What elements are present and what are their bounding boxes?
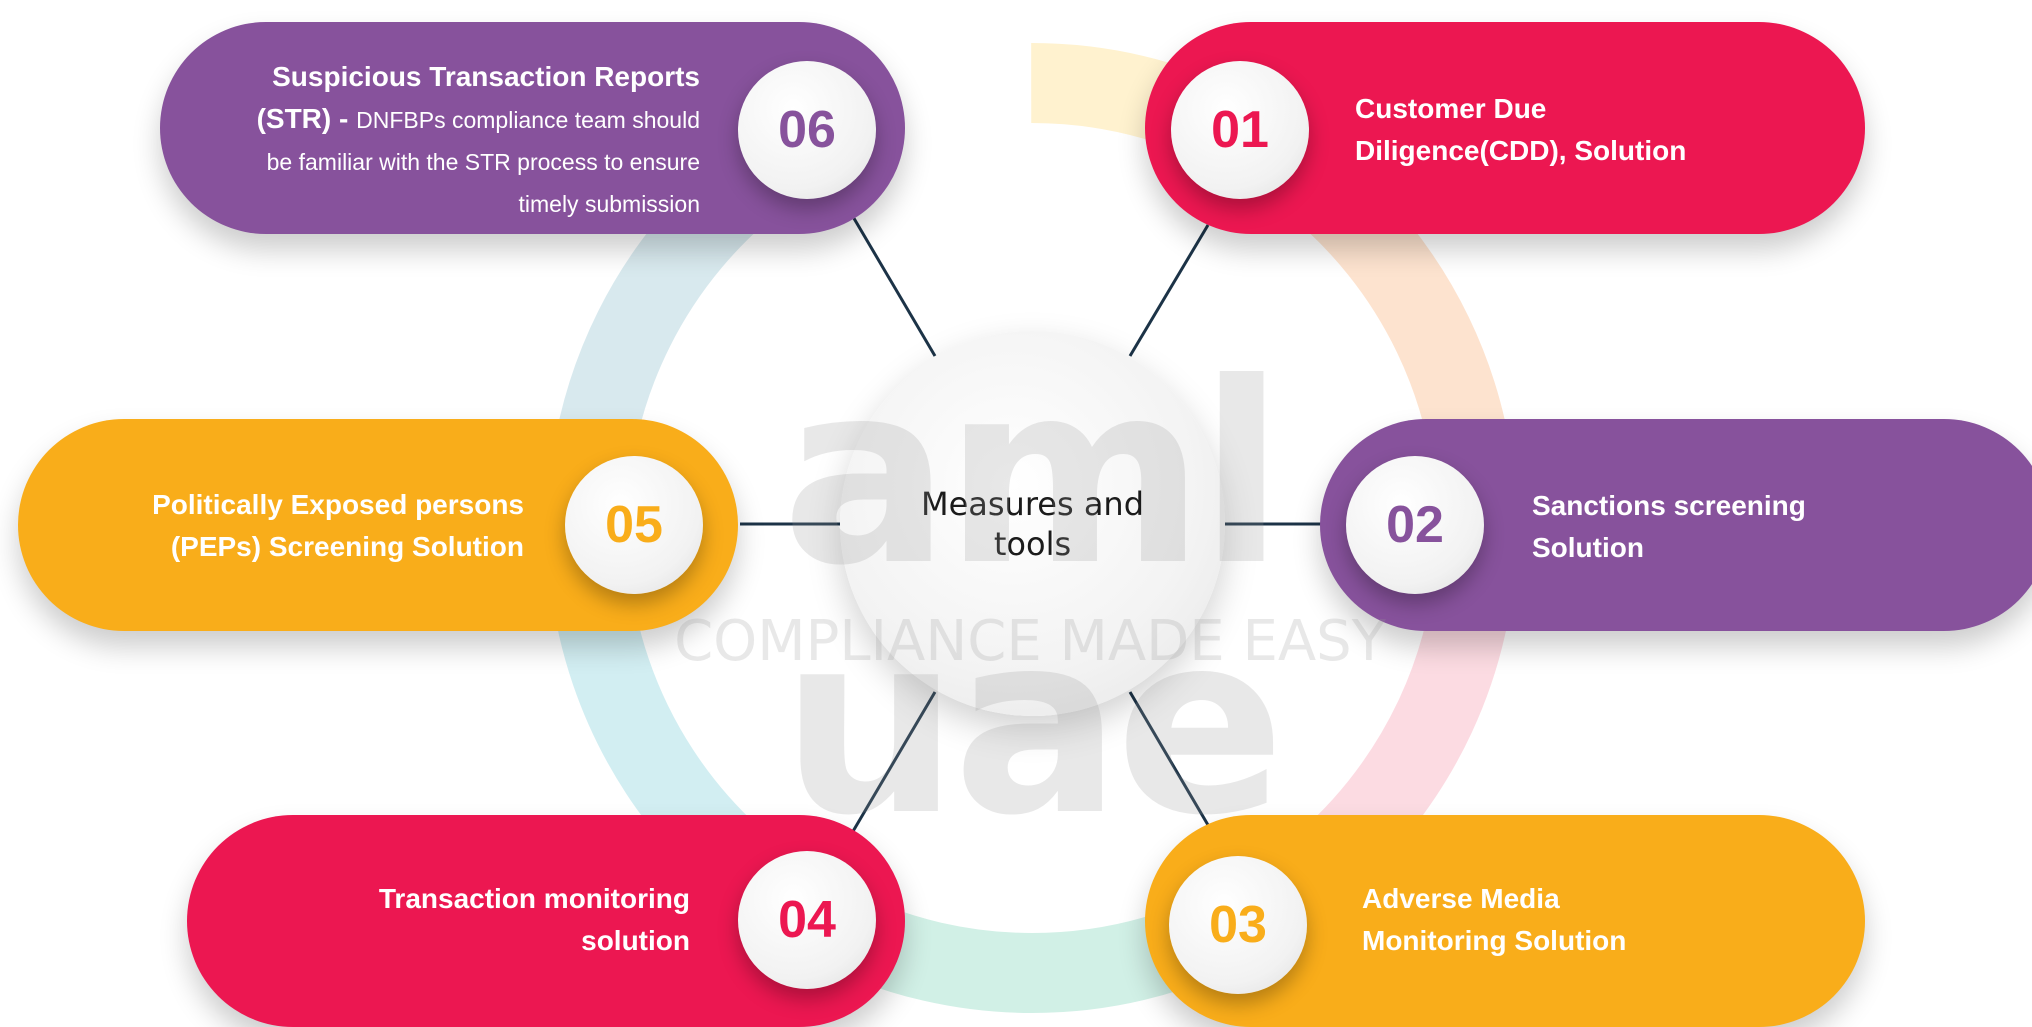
item-05-text: Politically Exposed persons (PEPs) Scree… <box>152 489 524 562</box>
item-04-text: Transaction monitoring solution <box>378 883 690 956</box>
connector-lines <box>740 214 1330 834</box>
item-05-number-badge: 05 <box>565 456 703 594</box>
item-04-number-badge: 04 <box>738 851 876 989</box>
item-01-text: Customer Due Diligence(CDD), Solution <box>1355 93 1687 166</box>
item-02-number-badge: 02 <box>1346 456 1484 594</box>
ring-segment-mint <box>547 43 1517 1013</box>
item-06-text: Suspicious Transaction Reports (STR) - D… <box>230 56 700 224</box>
center-label: Measures and tools <box>920 484 1145 563</box>
item-03-text: Adverse Media Monitoring Solution <box>1362 883 1627 956</box>
connector-04 <box>850 691 937 834</box>
ring-segment-yellow <box>547 43 1517 1013</box>
item-06-title: Suspicious Transaction Reports (STR) - <box>256 61 700 134</box>
item-02-text: Sanctions screening Solution <box>1532 490 1806 563</box>
item-01-number-badge: 01 <box>1171 61 1309 199</box>
item-06-number-badge: 06 <box>738 61 876 199</box>
connector-03 <box>1128 691 1210 826</box>
item-06-description: DNFBPs compliance team should be familia… <box>266 107 700 217</box>
connector-01 <box>1128 224 1210 357</box>
connector-06 <box>850 214 937 357</box>
item-03-number-badge: 03 <box>1169 856 1307 994</box>
center-hub: Measures and tools <box>840 331 1225 716</box>
